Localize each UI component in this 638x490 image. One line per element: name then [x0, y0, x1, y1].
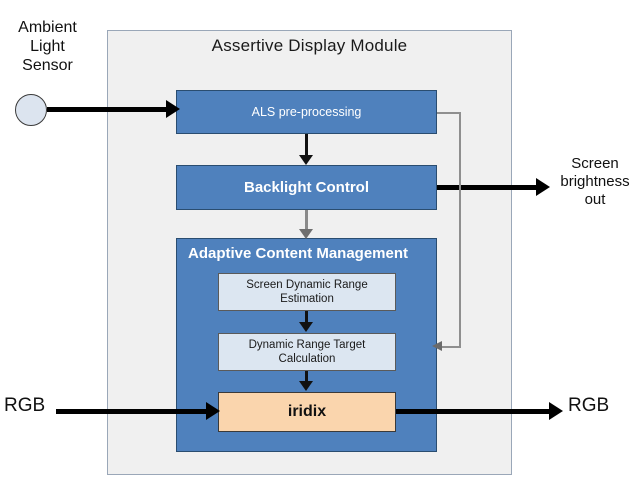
connector-sdre-to-drtc: [305, 311, 308, 324]
arrow-head-backlight-to-acm-icon: [299, 229, 313, 239]
screen-brightness-out-label: Screen brightness out: [552, 155, 638, 209]
block-screen-dynamic-range-estimation-label: Screen Dynamic Range Estimation: [246, 278, 368, 305]
connector-drtc-to-iridix: [305, 371, 308, 383]
ambient-light-sensor-label: Ambient Light Sensor: [0, 18, 95, 76]
connector-iridix-to-rgb-out: [396, 409, 551, 414]
block-dynamic-range-target-calculation-label: Dynamic Range Target Calculation: [248, 338, 366, 365]
block-adaptive-content-management-label: Adaptive Content Management: [188, 245, 409, 262]
block-backlight-control[interactable]: Backlight Control: [176, 165, 437, 210]
connector-sensor-to-als: [47, 107, 168, 112]
assertive-display-module-title: Assertive Display Module: [211, 36, 408, 55]
screen-brightness-out-label-line3: out: [584, 191, 606, 208]
feedback-loop-bottom-segment: [441, 346, 461, 348]
rgb-input-label: RGB: [4, 395, 46, 416]
block-screen-dynamic-range-estimation[interactable]: Screen Dynamic Range Estimation: [218, 273, 396, 311]
rgb-output-label: RGB: [568, 395, 610, 416]
block-als-pre-processing[interactable]: ALS pre-processing: [176, 90, 437, 134]
block-iridix-label: iridix: [287, 403, 327, 420]
connector-backlight-to-acm: [305, 210, 308, 230]
block-backlight-control-label: Backlight Control: [243, 179, 369, 196]
block-iridix[interactable]: iridix: [218, 392, 396, 432]
connector-backlight-to-brightness-out: [437, 185, 538, 190]
feedback-loop-vertical-segment: [459, 112, 461, 348]
block-dynamic-range-target-calculation[interactable]: Dynamic Range Target Calculation: [218, 333, 396, 371]
block-als-pre-processing-label: ALS pre-processing: [251, 105, 362, 119]
arrow-head-brightness-out-icon: [536, 178, 550, 196]
screen-brightness-out-label-line2: brightness: [560, 173, 630, 190]
arrow-head-als-to-backlight-icon: [299, 155, 313, 165]
arrow-head-drtc-to-iridix-icon: [299, 381, 313, 391]
arrow-head-feedback-loop-icon: [432, 341, 442, 351]
ambient-light-sensor-label-line1: Ambient: [18, 19, 77, 36]
connector-rgb-in-to-iridix: [56, 409, 208, 414]
ambient-light-sensor-label-line3: Sensor: [22, 57, 73, 75]
arrow-head-sensor-to-als-icon: [166, 100, 180, 118]
connector-als-to-backlight: [305, 134, 308, 156]
arrow-head-rgb-in-icon: [206, 402, 220, 420]
ambient-light-sensor-icon: [15, 94, 47, 126]
ambient-light-sensor-label-line2: Light: [30, 38, 65, 56]
feedback-loop-top-segment: [437, 112, 461, 114]
arrow-head-sdre-to-drtc-icon: [299, 322, 313, 332]
screen-brightness-out-label-line1: Screen: [571, 155, 619, 172]
arrow-head-rgb-out-icon: [549, 402, 563, 420]
